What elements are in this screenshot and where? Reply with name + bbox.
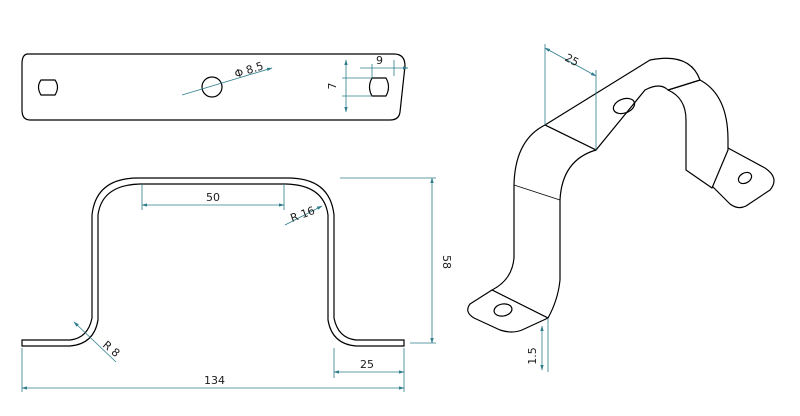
slot-edge-label: 9 xyxy=(376,54,383,67)
foot-length-label: 25 xyxy=(360,358,374,371)
top-flat-label: 50 xyxy=(206,191,220,204)
iso-thickness-label: 1.5 xyxy=(526,347,539,365)
isometric-view: 25 1.5 xyxy=(467,44,775,372)
top-view: Φ 8.5 9 7 xyxy=(21,53,409,121)
iso-width-dim-line xyxy=(544,47,597,77)
iso-top-surface xyxy=(544,57,701,151)
foot-radius-leader xyxy=(73,321,117,363)
iso-width-label: 25 xyxy=(563,51,581,69)
iso-front-foot xyxy=(467,289,549,333)
center-hole xyxy=(201,76,223,98)
profile-inner xyxy=(21,183,405,347)
iso-front-leg xyxy=(491,124,597,319)
inner-radius-label: R 16 xyxy=(289,204,317,225)
iso-front-bend-line xyxy=(513,184,561,201)
height-label: 58 xyxy=(440,255,453,269)
hole-dim-leader xyxy=(181,67,273,96)
left-slot xyxy=(37,79,59,96)
iso-back-leg xyxy=(667,79,729,189)
iso-front-slot xyxy=(493,303,513,317)
slot-width-label: 7 xyxy=(326,83,339,90)
overall-length-label: 134 xyxy=(204,374,225,387)
iso-right-foot xyxy=(711,147,775,209)
foot-radius-label: R 8 xyxy=(100,338,122,360)
inner-radius-leader xyxy=(284,205,323,226)
right-slot xyxy=(368,77,390,97)
profile-outer xyxy=(21,177,405,341)
iso-right-slot xyxy=(737,171,753,185)
hole-diameter-label: Φ 8.5 xyxy=(233,59,265,81)
front-view: 50 R 16 58 R 8 134 25 xyxy=(21,177,453,392)
strip-outline xyxy=(21,53,406,121)
iso-top-inner-edge xyxy=(595,89,646,151)
iso-center-hole xyxy=(612,97,636,115)
